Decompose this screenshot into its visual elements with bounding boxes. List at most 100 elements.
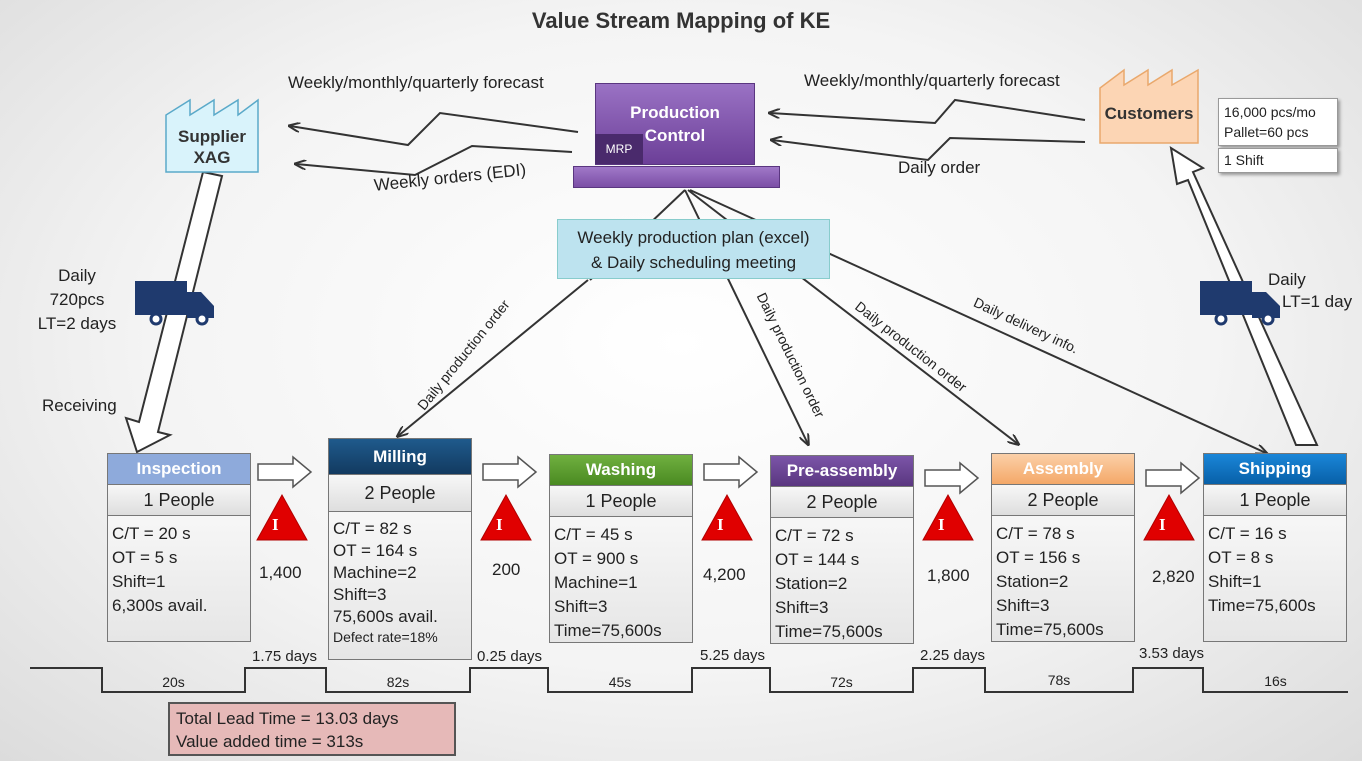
process-box-washing: Washing 1 People C/T = 45 s OT = 900 s M… [549, 454, 693, 643]
receiving-label: Receiving [42, 396, 117, 415]
process-line: Time=75,600s [554, 621, 662, 640]
process-name: Assembly [992, 454, 1134, 485]
plan-box: Weekly production plan (excel) & Daily s… [557, 219, 830, 279]
timeline-wait-days: 0.25 days [477, 648, 543, 665]
process-line: Shift=3 [996, 596, 1050, 615]
inbound-frequency: Daily [58, 266, 96, 285]
process-name: Milling [329, 439, 471, 475]
timeline [30, 667, 1348, 693]
process-line: OT = 8 s [1208, 548, 1274, 567]
inventory-symbol: I [1159, 515, 1166, 534]
timeline-wait-days: 3.53 days [1139, 645, 1205, 662]
push-arrow-5 [1145, 461, 1201, 495]
weekly-orders-arrow [296, 144, 573, 177]
inventory-triangle-4 [922, 493, 974, 541]
inventory-symbol: I [272, 515, 279, 534]
supplier-label: Supplier XAG [166, 126, 258, 168]
process-data: C/T = 78 s OT = 156 s Station=2 Shift=3 … [992, 516, 1134, 646]
process-line: Time=75,600s [775, 622, 883, 641]
process-people: 2 People [329, 475, 471, 512]
inventory-symbol: I [717, 515, 724, 534]
production-control-base [573, 166, 780, 188]
value-added-time: Value added time = 313s [176, 732, 364, 751]
customers-label: Customers [1104, 104, 1194, 123]
process-line: Station=2 [996, 572, 1069, 591]
process-line: OT = 900 s [554, 549, 639, 568]
inbound-quantity: 720pcs [49, 290, 105, 309]
total-lead-time: Total Lead Time = 13.03 days [176, 709, 399, 728]
push-arrow-4 [924, 461, 980, 495]
inventory-triangle-5 [1143, 493, 1195, 541]
process-line: C/T = 78 s [996, 524, 1075, 543]
push-arrow-2 [482, 455, 538, 489]
page-title: Value Stream Mapping of KE [531, 8, 831, 33]
summary-box: Total Lead Time = 13.03 days Value added… [168, 702, 456, 756]
plan-box-line1: Weekly production plan (excel) [577, 228, 810, 247]
supplier-name-line2: XAG [193, 148, 231, 167]
process-box-shipping: Shipping 1 People C/T = 16 s OT = 8 s Sh… [1203, 453, 1347, 642]
process-data: C/T = 45 s OT = 900 s Machine=1 Shift=3 … [550, 517, 692, 647]
timeline-wait-days: 5.25 days [700, 647, 766, 664]
customer-pallet: Pallet=60 pcs [1224, 124, 1309, 140]
outbound-lead-time: LT=1 day [1282, 292, 1353, 311]
process-people: 1 People [108, 485, 250, 516]
inventory-value: 2,820 [1152, 567, 1195, 586]
process-box-inspection: Inspection 1 People C/T = 20 s OT = 5 s … [107, 453, 251, 642]
process-box-assembly: Assembly 2 People C/T = 78 s OT = 156 s … [991, 453, 1135, 642]
process-data: C/T = 72 s OT = 144 s Station=2 Shift=3 … [771, 518, 913, 648]
inventory-symbol: I [496, 515, 503, 534]
process-line: Shift=1 [112, 572, 166, 591]
process-line: OT = 156 s [996, 548, 1081, 567]
timeline-cycle-time: 45s [608, 674, 632, 690]
process-name: Inspection [108, 454, 250, 485]
process-line: Station=2 [775, 574, 848, 593]
outbound-frequency: Daily [1268, 270, 1306, 289]
process-line: OT = 144 s [775, 550, 860, 569]
process-people: 2 People [771, 487, 913, 518]
process-line: C/T = 72 s [775, 526, 854, 545]
inventory-value: 4,200 [703, 565, 746, 584]
process-name: Pre-assembly [771, 456, 913, 487]
forecast-left-label: Weekly/monthly/quarterly forecast [288, 73, 544, 92]
process-line: 6,300s avail. [112, 596, 208, 615]
process-line: Shift=3 [775, 598, 829, 617]
inventory-value: 200 [492, 560, 521, 579]
process-line: Machine=2 [333, 563, 417, 582]
process-people: 2 People [992, 485, 1134, 516]
process-line: C/T = 20 s [112, 524, 191, 543]
process-box-milling: Milling 2 People C/T = 82 s OT = 164 s M… [328, 438, 472, 660]
inventory-triangle-2 [480, 493, 532, 541]
plan-box-line2: & Daily scheduling meeting [590, 253, 797, 272]
process-line: Time=75,600s [1208, 596, 1316, 615]
supplier-name-line1: Supplier [177, 127, 246, 146]
push-arrow-1 [257, 455, 313, 489]
inventory-value: 1,800 [927, 566, 970, 585]
po-milling-arrow [398, 279, 589, 436]
process-name: Shipping [1204, 454, 1346, 485]
timeline-cycle-time: 72s [830, 674, 853, 690]
timeline-wait-days: 2.25 days [920, 647, 986, 664]
process-line: Shift=1 [1208, 572, 1262, 591]
timeline-cycle-time: 20s [162, 674, 185, 690]
daily-order-label: Daily order [898, 158, 981, 177]
process-line: Machine=1 [554, 573, 638, 592]
process-line: C/T = 82 s [333, 519, 412, 538]
mrp-label: MRP [595, 134, 643, 164]
process-name: Washing [550, 455, 692, 486]
process-line: OT = 5 s [112, 548, 178, 567]
process-line: C/T = 45 s [554, 525, 633, 544]
customer-factory-icon [1099, 68, 1199, 144]
timeline-wait-days: 1.75 days [252, 648, 318, 665]
daily-order-arrow [772, 138, 1086, 162]
production-control-line2: Control [644, 126, 706, 145]
timeline-cycle-time: 82s [386, 674, 410, 690]
inbound-lead-time: LT=2 days [37, 314, 117, 333]
process-note: Defect rate=18% [333, 629, 438, 645]
production-control-line1: Production [630, 103, 720, 122]
process-data: C/T = 16 s OT = 8 s Shift=1 Time=75,600s [1204, 516, 1346, 622]
inventory-value: 1,400 [259, 563, 302, 582]
customer-data-box: 16,000 pcs/mo Pallet=60 pcs [1218, 98, 1338, 146]
inventory-triangle-3 [701, 493, 753, 541]
forecast-right-arrow [770, 98, 1086, 125]
